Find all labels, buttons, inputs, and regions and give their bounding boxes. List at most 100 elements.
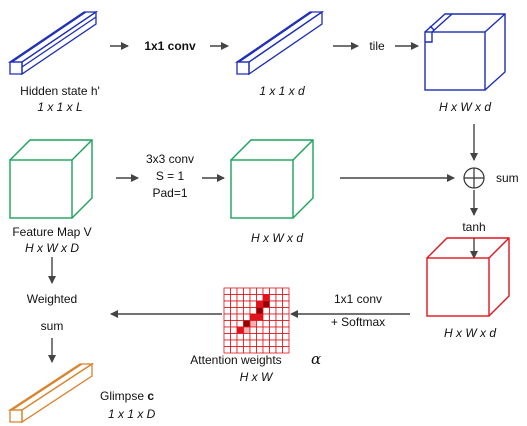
attention-cell bbox=[262, 313, 270, 321]
hidden-state-bar bbox=[7, 10, 99, 76]
conv-output-dim: H x W x d bbox=[251, 231, 303, 245]
glimpse-bar bbox=[7, 362, 95, 424]
attention-cell bbox=[223, 339, 231, 347]
attention-cell bbox=[243, 339, 251, 347]
attention-cell bbox=[236, 294, 244, 302]
attention-cell bbox=[282, 333, 290, 341]
attention-cell bbox=[269, 320, 277, 328]
attention-cell bbox=[249, 287, 257, 295]
conv-output-cube bbox=[230, 139, 314, 219]
hidden-state-dim: 1 x 1 x L bbox=[37, 100, 82, 114]
tanh-label: tanh bbox=[462, 220, 485, 234]
glimpse-label: Glimpse c bbox=[100, 389, 154, 403]
feature-map-label: Feature Map V bbox=[12, 225, 91, 239]
attention-cell bbox=[256, 287, 264, 295]
attention-cell bbox=[236, 300, 244, 308]
attention-cell bbox=[282, 339, 290, 347]
tiled-cube bbox=[424, 13, 506, 91]
attention-cell bbox=[256, 313, 264, 321]
attention-cell bbox=[243, 333, 251, 341]
attention-cell bbox=[256, 294, 264, 302]
attention-cell bbox=[230, 320, 238, 328]
attention-cell bbox=[282, 346, 290, 354]
attention-cell bbox=[282, 313, 290, 321]
attention-cell bbox=[275, 339, 283, 347]
weighted-sum-line2: sum bbox=[41, 319, 64, 333]
attention-cell bbox=[236, 313, 244, 321]
attention-cell bbox=[275, 307, 283, 315]
attention-cell bbox=[243, 294, 251, 302]
attention-cell bbox=[262, 294, 270, 302]
attention-cell bbox=[249, 307, 257, 315]
attention-cell bbox=[282, 326, 290, 334]
attention-cell bbox=[236, 307, 244, 315]
attention-cell bbox=[262, 326, 270, 334]
weighted-sum-line1: Weighted bbox=[27, 292, 77, 306]
tanh-output-cube bbox=[426, 237, 510, 317]
attention-cell bbox=[275, 333, 283, 341]
attention-cell bbox=[249, 326, 257, 334]
tanh-output-dim: H x W x d bbox=[444, 326, 496, 340]
attention-cell bbox=[243, 300, 251, 308]
attention-cell bbox=[230, 300, 238, 308]
attention-cell bbox=[269, 300, 277, 308]
attention-cell bbox=[269, 287, 277, 295]
attention-cell bbox=[249, 333, 257, 341]
attention-cell bbox=[262, 300, 270, 308]
attention-cell bbox=[249, 300, 257, 308]
attention-cell bbox=[236, 287, 244, 295]
tile-label: tile bbox=[369, 39, 385, 53]
sum-operator-icon bbox=[463, 167, 485, 189]
conv-1x1-label: 1x1 conv bbox=[144, 39, 196, 53]
attention-cell bbox=[269, 294, 277, 302]
conv-3x3-line3: Pad=1 bbox=[152, 186, 187, 200]
attention-cell bbox=[230, 333, 238, 341]
attention-dim: H x W bbox=[240, 370, 274, 384]
attention-cell bbox=[223, 313, 231, 321]
attention-cell bbox=[269, 333, 277, 341]
attention-cell bbox=[236, 320, 244, 328]
attention-cell bbox=[269, 307, 277, 315]
attention-cell bbox=[269, 326, 277, 334]
attention-cell bbox=[282, 287, 290, 295]
attention-cell bbox=[223, 333, 231, 341]
attention-cell bbox=[243, 287, 251, 295]
tiled-dim: H x W x d bbox=[439, 100, 491, 114]
attention-cell bbox=[236, 333, 244, 341]
attention-cell bbox=[236, 326, 244, 334]
attention-cell bbox=[230, 339, 238, 347]
attention-weights-grid bbox=[223, 287, 290, 354]
attention-cell bbox=[249, 339, 257, 347]
glimpse-symbol: c bbox=[147, 389, 154, 403]
attention-cell bbox=[223, 320, 231, 328]
conv-3x3-line1: 3x3 conv bbox=[146, 152, 194, 166]
projected-dim: 1 x 1 x d bbox=[259, 84, 305, 98]
attention-cell bbox=[256, 307, 264, 315]
attention-label: Attention weights bbox=[190, 353, 281, 367]
softmax-line2: + Softmax bbox=[331, 315, 385, 329]
attention-cell bbox=[249, 313, 257, 321]
attention-cell bbox=[262, 333, 270, 341]
attention-cell bbox=[282, 294, 290, 302]
attention-cell bbox=[282, 300, 290, 308]
attention-cell bbox=[230, 294, 238, 302]
attention-cell bbox=[256, 339, 264, 347]
feature-map-dim: H x W x D bbox=[25, 241, 79, 255]
attention-cell bbox=[236, 339, 244, 347]
attention-cell bbox=[243, 320, 251, 328]
attention-cell bbox=[243, 326, 251, 334]
attention-cell bbox=[243, 307, 251, 315]
attention-cell bbox=[262, 320, 270, 328]
attention-cell bbox=[262, 307, 270, 315]
feature-map-cube bbox=[9, 139, 93, 219]
attention-cell bbox=[230, 326, 238, 334]
attention-cell bbox=[230, 287, 238, 295]
softmax-line1: 1x1 conv bbox=[334, 292, 382, 306]
attention-cell bbox=[223, 287, 231, 295]
glimpse-dim: 1 x 1 x D bbox=[108, 407, 156, 421]
attention-cell bbox=[282, 307, 290, 315]
attention-cell bbox=[275, 320, 283, 328]
attention-cell bbox=[223, 307, 231, 315]
